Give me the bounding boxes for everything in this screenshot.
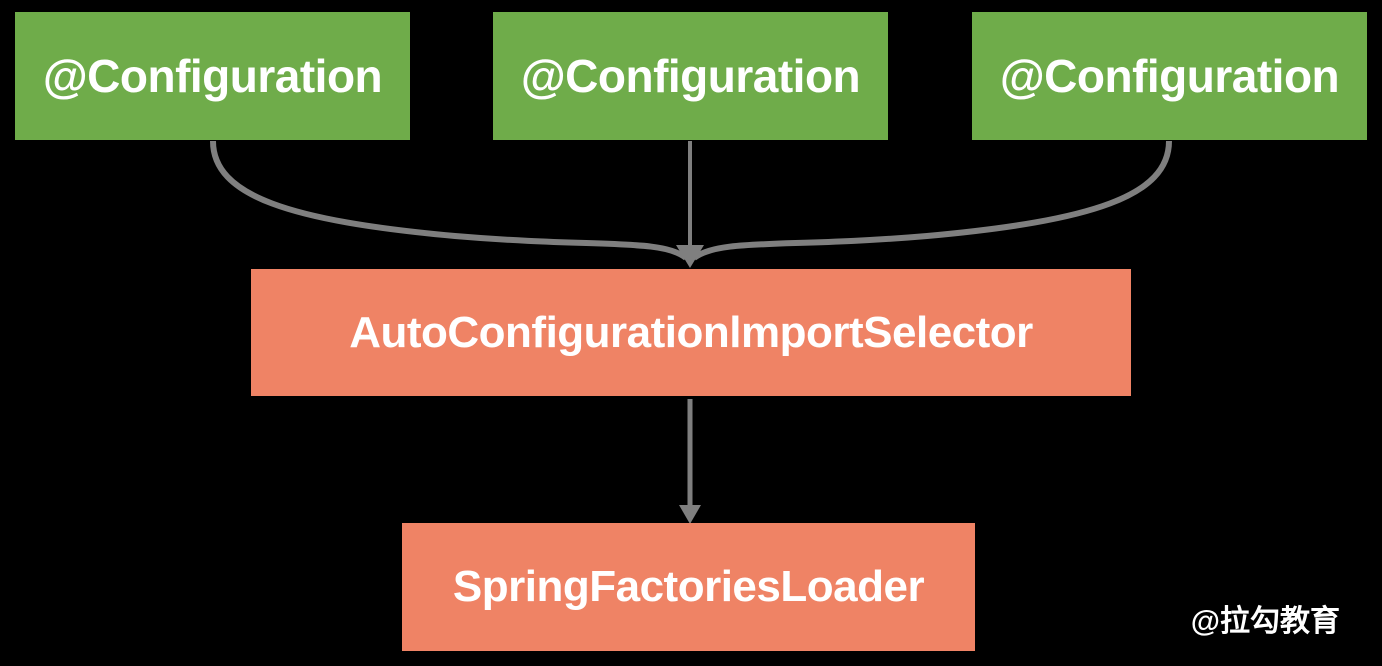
- connector-left-curve: [210, 140, 688, 261]
- configuration-node-3-label: @Configuration: [999, 50, 1340, 102]
- arrowhead-loader-icon: [679, 505, 701, 524]
- loader-node-label: SpringFactoriesLoader: [452, 562, 925, 611]
- auto-configuration-import-selector-node: AutoConfigurationlmportSelector: [251, 269, 1131, 396]
- configuration-node-2: @Configuration: [493, 12, 888, 140]
- watermark: @拉勾教育: [1190, 605, 1340, 638]
- spring-factories-loader-node: SpringFactoriesLoader: [402, 523, 975, 651]
- configuration-node-1-label: @Configuration: [42, 50, 383, 102]
- connector-right-curve: [692, 140, 1172, 261]
- configuration-node-2-label: @Configuration: [520, 50, 861, 102]
- arrowhead-merge-icon: [676, 245, 704, 268]
- configuration-node-3: @Configuration: [972, 12, 1367, 140]
- configuration-node-1: @Configuration: [15, 12, 410, 140]
- selector-node-label: AutoConfigurationlmportSelector: [349, 307, 1033, 357]
